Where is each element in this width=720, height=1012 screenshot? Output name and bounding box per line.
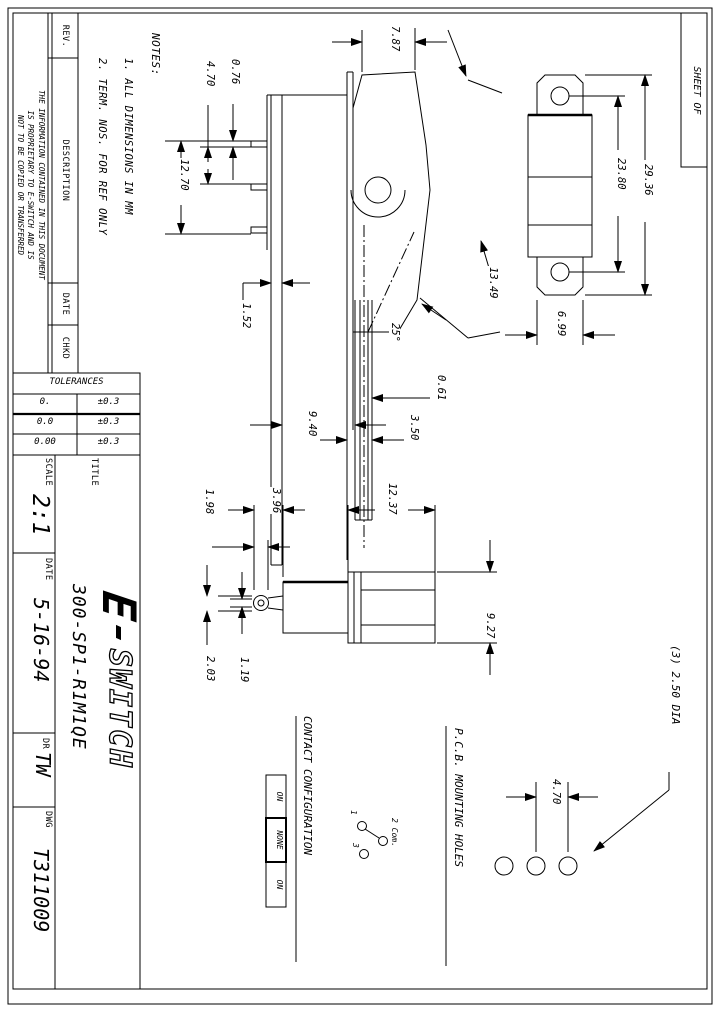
notes-heading: NOTES: [149, 33, 162, 76]
scale-value: 2:1 [27, 494, 53, 536]
contact-config-heading: CONTACT CONFIGURATION [301, 716, 314, 856]
dim-12-70: 12.70 [177, 158, 190, 192]
disclaimer-line-3: NOT TO BE COPIED OR TRANSFERRED [16, 115, 25, 255]
note-1: 1. ALL DIMENSIONS IN MM [122, 58, 134, 215]
dim-13-49: 13.49 [486, 266, 499, 300]
note-2: 2. TERM. NOS. FOR REF ONLY [96, 58, 108, 236]
tol-places-000: 0.00 [34, 437, 56, 447]
dr-label: DR [40, 738, 50, 750]
dim-7-87: 7.87 [388, 25, 401, 53]
dim-9-27: 9.27 [483, 612, 496, 640]
dim-1-52: 1.52 [239, 302, 252, 330]
dim-4-70: 4.70 [203, 60, 216, 88]
title-label: TITLE [89, 458, 99, 487]
dim-9-40: 9.40 [305, 410, 318, 438]
dim-0-61: 0.61 [434, 374, 447, 402]
dim-2-03: 2.03 [203, 655, 216, 683]
terminal-1-label: 1 [349, 810, 358, 815]
dim-29-36: 29.36 [641, 163, 654, 197]
date-value: 5-16-94 [29, 598, 53, 683]
disclaimer-line-1: THE INFORMATION CONTAINED IN THIS DOCUME… [37, 90, 46, 280]
dwg-label: DWG [43, 811, 53, 828]
dim-25-deg: 25° [388, 322, 401, 343]
logo-switch-text: SWITCH [101, 648, 137, 770]
pcb-dia-note: (3) 2.50 DIA [669, 645, 682, 725]
dim-23-80: 23.80 [614, 157, 627, 191]
terminal-2-com-label: 2 Com. [390, 818, 399, 847]
terminal-3-label: 3 [351, 843, 360, 848]
dim-1-98: 1.98 [202, 488, 215, 516]
chkd-header: CHKD [60, 336, 70, 360]
dim-3-96: 3.96 [269, 487, 282, 515]
sheet-of-label: SHEET OF [691, 66, 702, 115]
position-on-1: ON [275, 791, 284, 802]
rev-header: REV. [60, 24, 70, 48]
dim-pcb-4-70: 4.70 [549, 778, 562, 806]
logo-e-glyph: E [92, 588, 146, 624]
disclaimer-line-2: IS PROPRIETARY TO E-SWITCH AND IS [26, 110, 36, 260]
part-number: 300-SP1-R1M1QE [68, 584, 89, 750]
proprietary-disclaimer: THE INFORMATION CONTAINED IN THIS DOCUME… [15, 32, 46, 338]
dim-0-76: 0.76 [228, 58, 241, 86]
logo-dash-icon [116, 624, 122, 640]
dim-3-50: 3.50 [407, 414, 420, 442]
dr-value: TW [31, 752, 55, 777]
eswitch-logo: E SWITCH [92, 588, 146, 770]
description-header: DESCRIPTION [60, 139, 70, 202]
tol-places-0: 0. [39, 397, 51, 407]
tol-value-0: ±0.3 [97, 397, 120, 407]
dwg-number: T311009 [29, 848, 53, 933]
scale-label: SCALE [43, 458, 53, 487]
date-header: DATE [60, 292, 70, 316]
tol-places-00: 0.0 [36, 417, 54, 427]
tolerances-heading: TOLERANCES [49, 377, 104, 387]
position-on-2: ON [275, 879, 284, 890]
position-none: NONE [275, 830, 284, 850]
tol-value-00: ±0.3 [97, 417, 120, 427]
date-label: DATE [43, 558, 53, 581]
pcb-holes-heading: P.C.B. MOUNTING HOLES [452, 728, 465, 868]
dim-6-99: 6.99 [554, 310, 567, 338]
dim-12-37: 12.37 [385, 482, 398, 516]
dim-1-19: 1.19 [237, 656, 250, 684]
tol-value-000: ±0.3 [97, 437, 120, 447]
